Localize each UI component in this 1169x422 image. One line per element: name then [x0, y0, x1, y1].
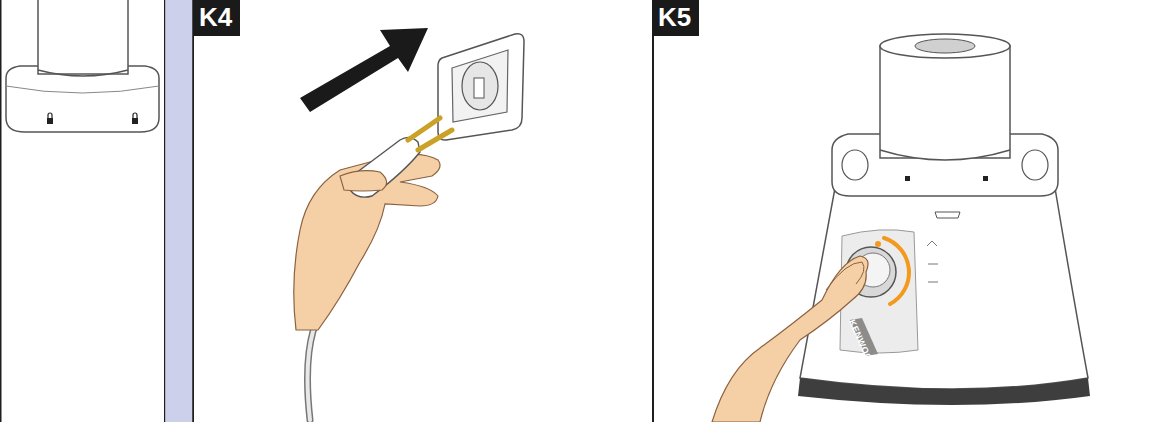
cylinder-base	[6, 66, 159, 132]
lock-icon	[983, 176, 988, 181]
lock-icon	[905, 176, 910, 181]
lock-body	[47, 118, 53, 124]
drive-hole	[915, 39, 975, 53]
lock-body	[132, 118, 138, 124]
cylinder	[38, 0, 128, 74]
previous-panel	[1, 0, 193, 422]
lock-icon	[47, 113, 53, 124]
setting-symbols	[927, 241, 938, 282]
lock-icon	[132, 113, 138, 124]
socket-plate	[438, 34, 524, 140]
hand	[712, 256, 868, 422]
direction-arrow	[300, 28, 428, 112]
collar-lug	[1022, 150, 1048, 180]
safety-slot	[935, 212, 960, 218]
column-edge	[880, 150, 1010, 160]
step-number: K4	[193, 0, 240, 36]
finger-line	[826, 262, 864, 290]
hand	[294, 154, 440, 330]
step-panel: K4	[193, 0, 654, 422]
side-band	[166, 0, 194, 422]
socket-recess	[452, 50, 508, 122]
column-top	[880, 34, 1010, 58]
base-illustration	[712, 34, 1090, 422]
plug-illustration	[294, 28, 524, 420]
lock-shackle	[48, 113, 52, 118]
socket-contact	[474, 78, 484, 98]
drive-column	[880, 46, 1010, 158]
lock-shackle	[133, 113, 137, 118]
socket-hole	[462, 62, 498, 110]
plug-pin	[418, 130, 452, 150]
cylinder-edge	[38, 70, 128, 76]
step-panel: K5	[652, 0, 1169, 422]
thumb	[340, 171, 387, 191]
plug-pin	[408, 118, 440, 140]
step-number: K5	[652, 0, 699, 36]
base-edge	[6, 86, 159, 93]
base-foot	[798, 378, 1090, 405]
collar-lug	[842, 150, 868, 180]
speed-dot	[875, 241, 881, 247]
